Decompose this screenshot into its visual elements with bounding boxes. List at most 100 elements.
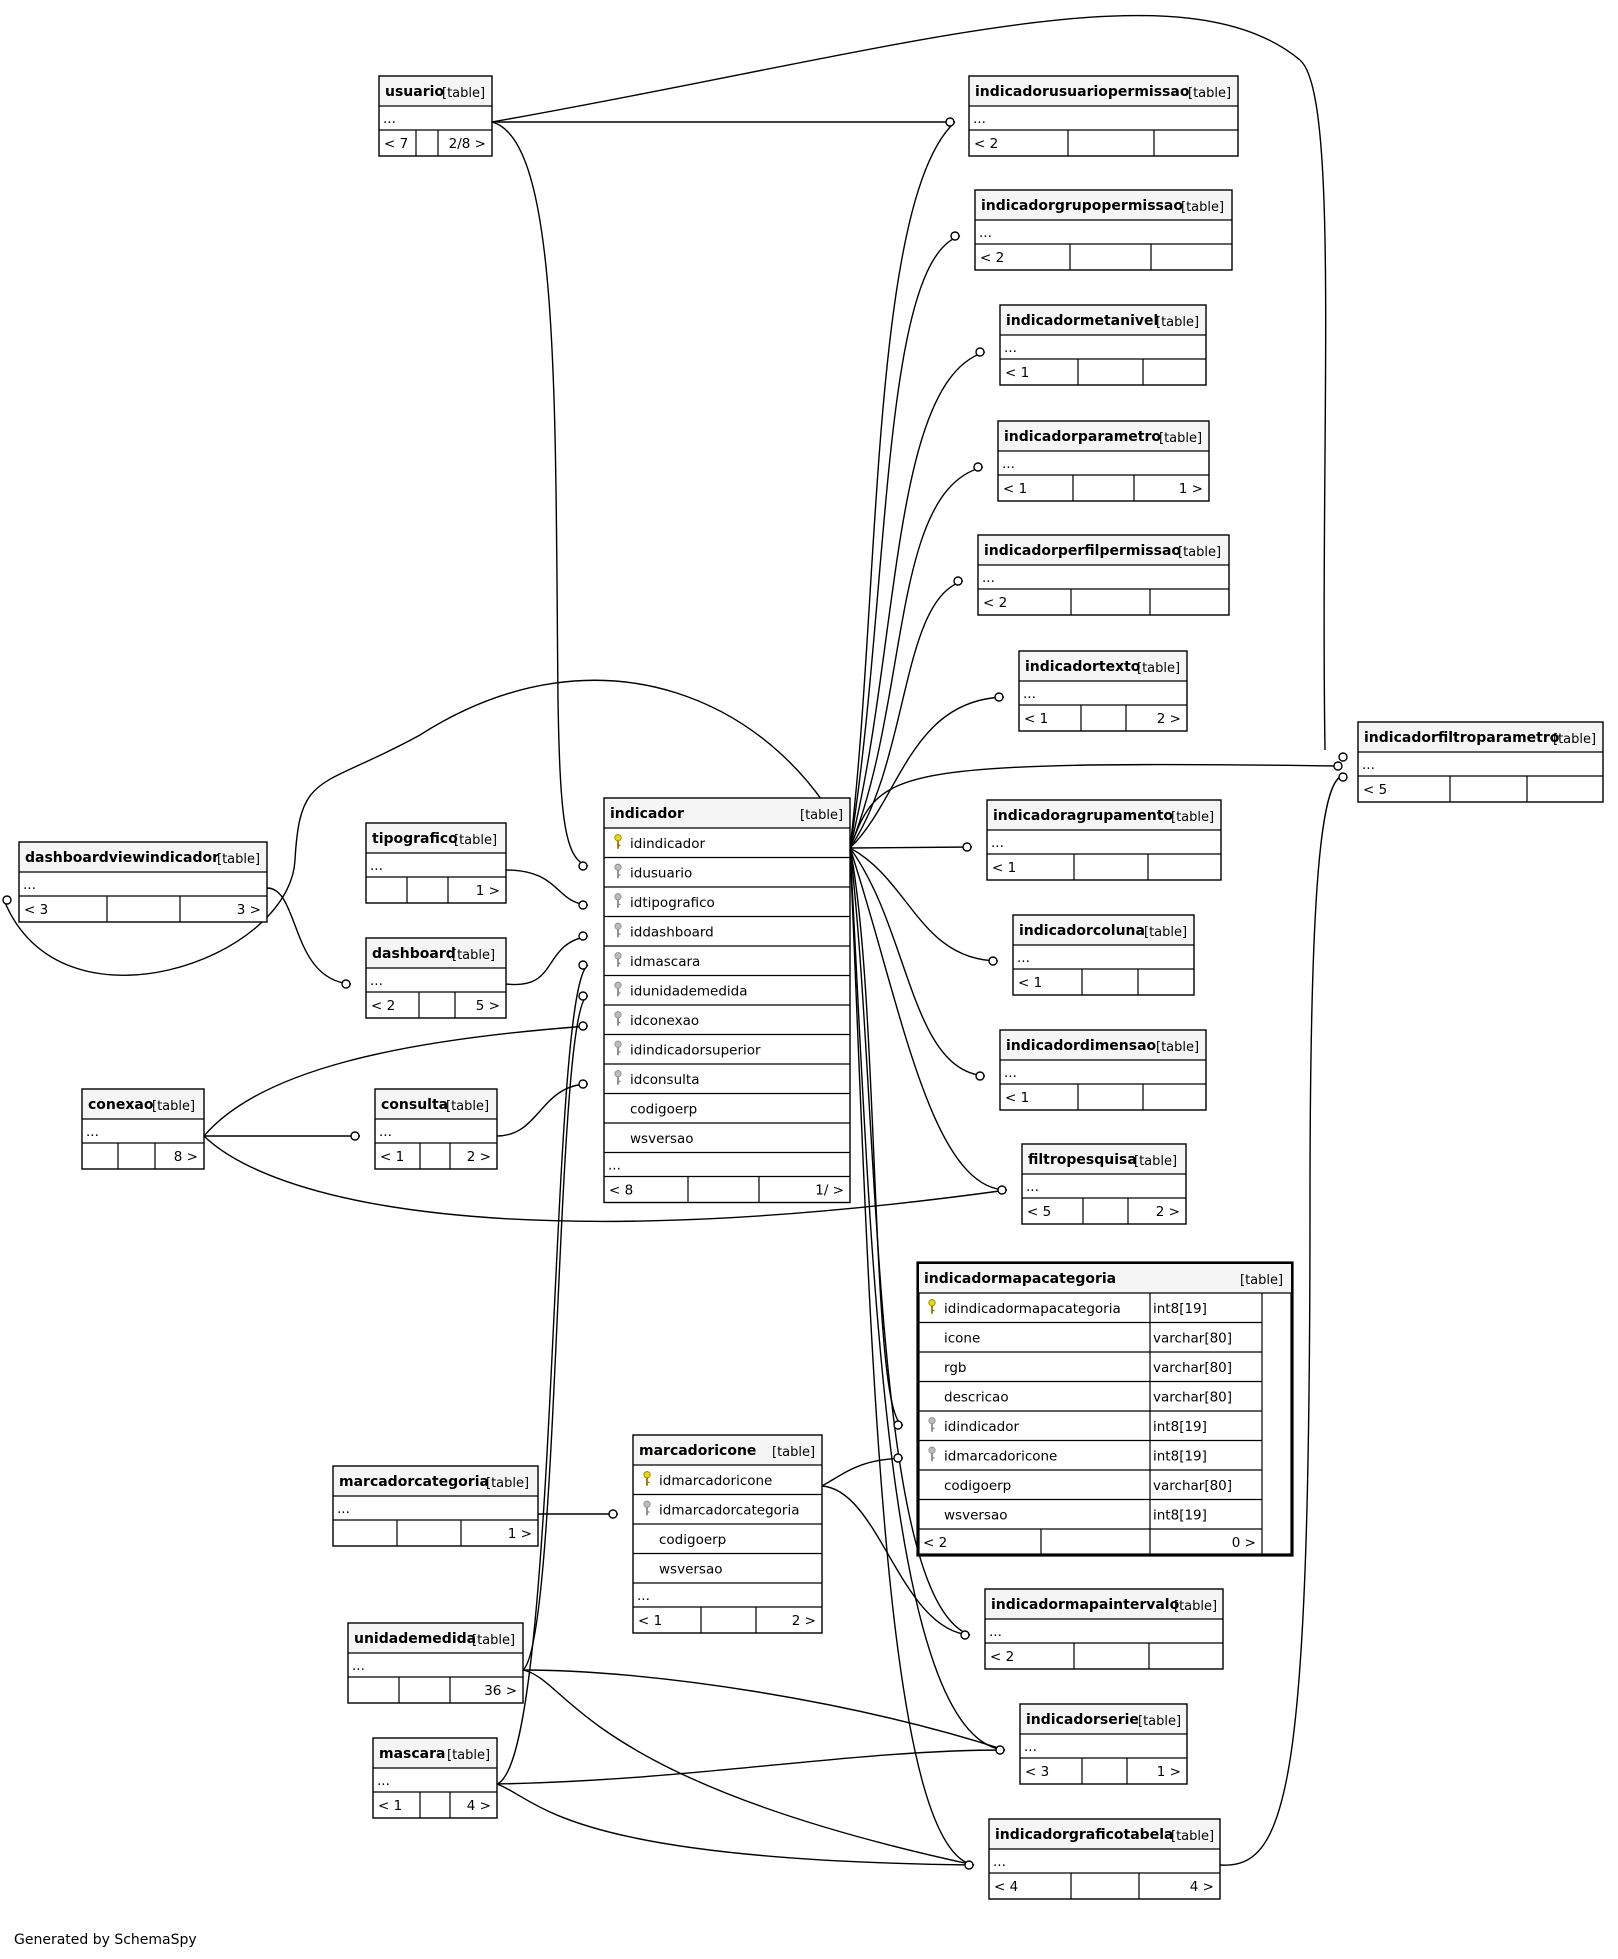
relationship-count[interactable]: 1 > — [1157, 1764, 1181, 1780]
relationship-count[interactable]: 1 > — [508, 1526, 532, 1542]
relationship-count[interactable]: < 7 — [384, 136, 408, 152]
relationship-count[interactable]: 4 > — [467, 1798, 491, 1814]
column-name: idindicadormapacategoria — [944, 1301, 1121, 1317]
column-row[interactable]: wsversao — [659, 1561, 723, 1577]
relationship-count[interactable]: < 2 — [371, 998, 395, 1014]
table-indicadoragrupamento[interactable]: indicadoragrupamento[table]...< 1 — [986, 799, 1222, 881]
relationship-count[interactable]: < 1 — [1005, 1090, 1029, 1106]
column-row[interactable]: idtipografico — [614, 893, 715, 911]
table-tipografico[interactable]: tipografico[table]...1 > — [365, 822, 507, 904]
column-row[interactable]: idunidademedida — [614, 981, 748, 999]
relationship-count[interactable]: < 5 — [1027, 1204, 1051, 1220]
column-row[interactable]: iddashboard — [614, 922, 714, 940]
table-name: indicadoragrupamento — [993, 808, 1173, 824]
column-row[interactable]: idconsulta — [614, 1070, 700, 1088]
relationship-count[interactable]: < 2 — [923, 1535, 947, 1551]
column-row[interactable]: idmarcadorcategoria — [643, 1500, 800, 1518]
table-unidademedida[interactable]: unidademedida[table]...36 > — [347, 1622, 524, 1704]
relationship-count[interactable]: 0 > — [1232, 1535, 1256, 1551]
column-row[interactable]: idindicadorsuperior — [614, 1040, 761, 1058]
table-name: filtropesquisa — [1028, 1152, 1137, 1168]
table-name: indicadordimensao — [1006, 1038, 1157, 1054]
relationship-count[interactable]: 2 > — [467, 1149, 491, 1165]
relationship-count[interactable]: 2/8 > — [449, 136, 486, 152]
table-indicadordimensao[interactable]: indicadordimensao[table]...< 1 — [999, 1029, 1207, 1111]
relationship-count[interactable]: < 1 — [1018, 975, 1042, 991]
relationship-count[interactable]: 36 > — [484, 1683, 517, 1699]
table-marcadorcategoria[interactable]: marcadorcategoria[table]...1 > — [332, 1465, 539, 1547]
relationship-count[interactable]: < 1 — [992, 860, 1016, 876]
column-row[interactable]: codigoerp — [630, 1101, 697, 1117]
relationship-count[interactable]: < 8 — [609, 1183, 633, 1199]
table-name: indicadorperfilpermissao — [984, 543, 1181, 559]
column-name: iddashboard — [630, 924, 714, 940]
relationship-count[interactable]: 1 > — [1179, 481, 1203, 497]
relationship-count[interactable]: < 5 — [1363, 782, 1387, 798]
relationship-count[interactable]: 5 > — [476, 998, 500, 1014]
table-indicadorcoluna[interactable]: indicadorcoluna[table]...< 1 — [1012, 914, 1195, 996]
column-row[interactable]: idconexao — [614, 1011, 699, 1029]
relationship-count[interactable]: < 1 — [1003, 481, 1027, 497]
relationship-count[interactable]: 4 > — [1190, 1879, 1214, 1895]
column-row[interactable]: idusuario — [614, 863, 693, 881]
relationship-count[interactable]: < 1 — [378, 1798, 402, 1814]
edge-indicador-indicadorcoluna — [849, 847, 999, 962]
relationship-count[interactable]: < 2 — [974, 136, 998, 152]
edge-indicador-indicadordimensao — [849, 847, 986, 1077]
column-name: idmarcadoricone — [944, 1448, 1057, 1464]
edge-mascara-indicador — [496, 964, 589, 1785]
column-row[interactable]: wsversao — [630, 1131, 694, 1147]
relationship-count[interactable]: < 1 — [380, 1149, 404, 1165]
relationship-count[interactable]: < 1 — [638, 1613, 662, 1629]
table-indicadorgrupopermissao[interactable]: indicadorgrupopermissao[table]...< 2 — [974, 189, 1233, 271]
table-indicadorperfilpermissao[interactable]: indicadorperfilpermissao[table]...< 2 — [977, 534, 1230, 616]
relationship-count[interactable]: 1/ > — [815, 1183, 844, 1199]
table-indicadormetanivel[interactable]: indicadormetanivel[table]...< 1 — [999, 304, 1207, 386]
relationship-count[interactable]: < 2 — [983, 595, 1007, 611]
relationship-count[interactable]: 1 > — [476, 883, 500, 899]
relationship-count[interactable]: 3 > — [237, 902, 261, 918]
table-marcadoricone[interactable]: marcadoricone[table]idmarcadoriconeidmar… — [632, 1434, 823, 1634]
table-indicadorfiltroparametro[interactable]: indicadorfiltroparametro[table]...< 5 — [1357, 721, 1604, 803]
relationship-count[interactable]: < 1 — [1024, 711, 1048, 727]
table-indicadormapaintervalo[interactable]: indicadormapaintervalo[table]...< 2 — [984, 1588, 1224, 1670]
relationship-count[interactable]: 8 > — [174, 1149, 198, 1165]
relationship-count[interactable]: < 3 — [24, 902, 48, 918]
relationship-count[interactable]: < 3 — [1025, 1764, 1049, 1780]
relationship-count[interactable]: < 1 — [1005, 365, 1029, 381]
column-row[interactable]: codigoerp — [659, 1532, 726, 1548]
relationship-count[interactable]: 2 > — [1157, 711, 1181, 727]
table-conexao[interactable]: conexao[table]...8 > — [81, 1088, 205, 1170]
more-columns: ... — [377, 1773, 390, 1789]
table-indicador[interactable]: indicador[table]idindicadoridusuarioidti… — [603, 797, 851, 1204]
column-row[interactable]: idmarcadoricone — [643, 1471, 773, 1489]
relationship-count[interactable]: < 2 — [990, 1649, 1014, 1665]
relationship-count[interactable]: 2 > — [1156, 1204, 1180, 1220]
relationship-count[interactable]: < 2 — [980, 250, 1004, 266]
table-indicadormapacategoria[interactable]: indicadormapacategoria[table]idindicador… — [916, 1261, 1294, 1557]
table-indicadorusuariopermissao[interactable]: indicadorusuariopermissao[table]...< 2 — [968, 75, 1239, 157]
relationship-count[interactable]: < 4 — [994, 1879, 1018, 1895]
column-name: idconexao — [630, 1013, 699, 1029]
relationship-count[interactable]: 2 > — [792, 1613, 816, 1629]
column-row[interactable]: idindicador — [614, 834, 706, 852]
column-row[interactable]: idmascara — [614, 952, 700, 970]
